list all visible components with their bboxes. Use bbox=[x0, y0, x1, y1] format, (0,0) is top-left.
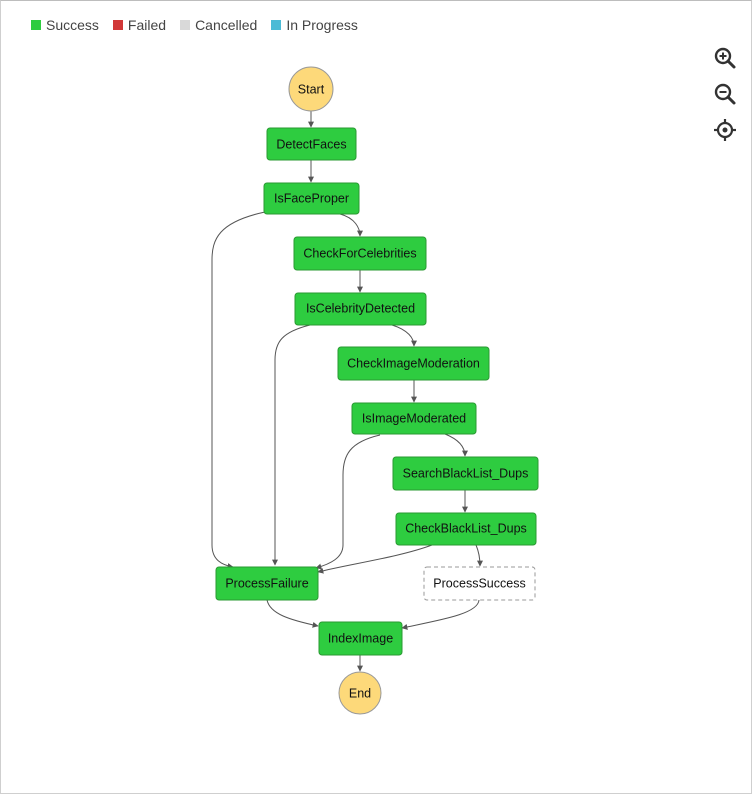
node-detect-faces-label: DetectFaces bbox=[276, 137, 346, 151]
cancelled-swatch bbox=[180, 20, 191, 30]
zoom-in-icon[interactable] bbox=[713, 46, 737, 70]
edge-isimagemoderated-processfailure bbox=[315, 434, 381, 570]
node-process-success[interactable]: ProcessSuccess bbox=[423, 566, 536, 601]
edge-isimagemoderated-searchblacklist bbox=[444, 433, 468, 457]
node-process-failure[interactable]: ProcessFailure bbox=[215, 566, 319, 601]
node-end[interactable]: End bbox=[338, 671, 382, 715]
node-start[interactable]: Start bbox=[288, 66, 334, 112]
legend-item-success: Success bbox=[31, 17, 99, 33]
node-process-success-label: ProcessSuccess bbox=[433, 576, 525, 590]
zoom-out-icon[interactable] bbox=[713, 82, 737, 106]
node-start-label: Start bbox=[298, 82, 325, 96]
node-detect-faces[interactable]: DetectFaces bbox=[266, 127, 357, 161]
edge-checkblacklist-processfailure bbox=[317, 544, 433, 574]
legend-item-in-progress: In Progress bbox=[271, 17, 358, 33]
edge-iscelebritydetected-processfailure bbox=[272, 324, 311, 566]
node-end-label: End bbox=[349, 686, 371, 700]
node-check-for-celebrities[interactable]: CheckForCelebrities bbox=[293, 236, 427, 271]
legend-label-failed: Failed bbox=[127, 17, 167, 33]
node-is-face-proper[interactable]: IsFaceProper bbox=[263, 182, 360, 215]
node-index-image-label: IndexImage bbox=[328, 631, 393, 645]
zoom-toolbar bbox=[713, 46, 737, 142]
success-swatch bbox=[31, 20, 41, 30]
node-is-face-proper-label: IsFaceProper bbox=[274, 191, 349, 205]
legend-item-cancelled: Cancelled bbox=[180, 17, 257, 33]
edge-iscelebritydetected-checkimagemoderation bbox=[391, 324, 417, 347]
edges bbox=[211, 111, 483, 672]
center-target-icon[interactable] bbox=[713, 118, 737, 142]
node-check-blacklist-dups-label: CheckBlackList_Dups bbox=[405, 521, 527, 535]
node-is-image-moderated[interactable]: IsImageModerated bbox=[351, 402, 477, 435]
node-search-blacklist-dups-label: SearchBlackList_Dups bbox=[403, 466, 529, 480]
node-check-blacklist-dups[interactable]: CheckBlackList_Dups bbox=[395, 512, 537, 546]
legend-item-failed: Failed bbox=[112, 17, 167, 33]
edge-isfaceproper-processfailure bbox=[211, 211, 266, 569]
in-progress-swatch bbox=[271, 20, 282, 30]
node-check-image-moderation[interactable]: CheckImageModeration bbox=[337, 346, 490, 381]
edge-processsuccess-indeximage bbox=[401, 599, 480, 630]
legend-label-cancelled: Cancelled bbox=[195, 17, 258, 33]
legend-label-success: Success bbox=[46, 17, 99, 33]
legend-label-in-progress: In Progress bbox=[286, 17, 358, 33]
legend: Success Failed Cancelled In Progress bbox=[31, 17, 358, 33]
failed-swatch bbox=[112, 20, 123, 30]
edge-checkblacklist-processsuccess bbox=[475, 544, 483, 567]
node-index-image[interactable]: IndexImage bbox=[318, 621, 403, 656]
node-process-failure-label: ProcessFailure bbox=[225, 576, 308, 590]
edge-processfailure-indeximage bbox=[266, 599, 319, 628]
node-is-celebrity-detected-label: IsCelebrityDetected bbox=[306, 301, 415, 315]
node-is-image-moderated-label: IsImageModerated bbox=[362, 411, 466, 425]
node-is-celebrity-detected[interactable]: IsCelebrityDetected bbox=[294, 292, 427, 326]
node-check-for-celebrities-label: CheckForCelebrities bbox=[303, 246, 416, 260]
node-check-image-moderation-label: CheckImageModeration bbox=[347, 356, 480, 370]
node-search-blacklist-dups[interactable]: SearchBlackList_Dups bbox=[392, 456, 539, 491]
edge-isfaceproper-checkforcelebrities bbox=[339, 213, 363, 237]
